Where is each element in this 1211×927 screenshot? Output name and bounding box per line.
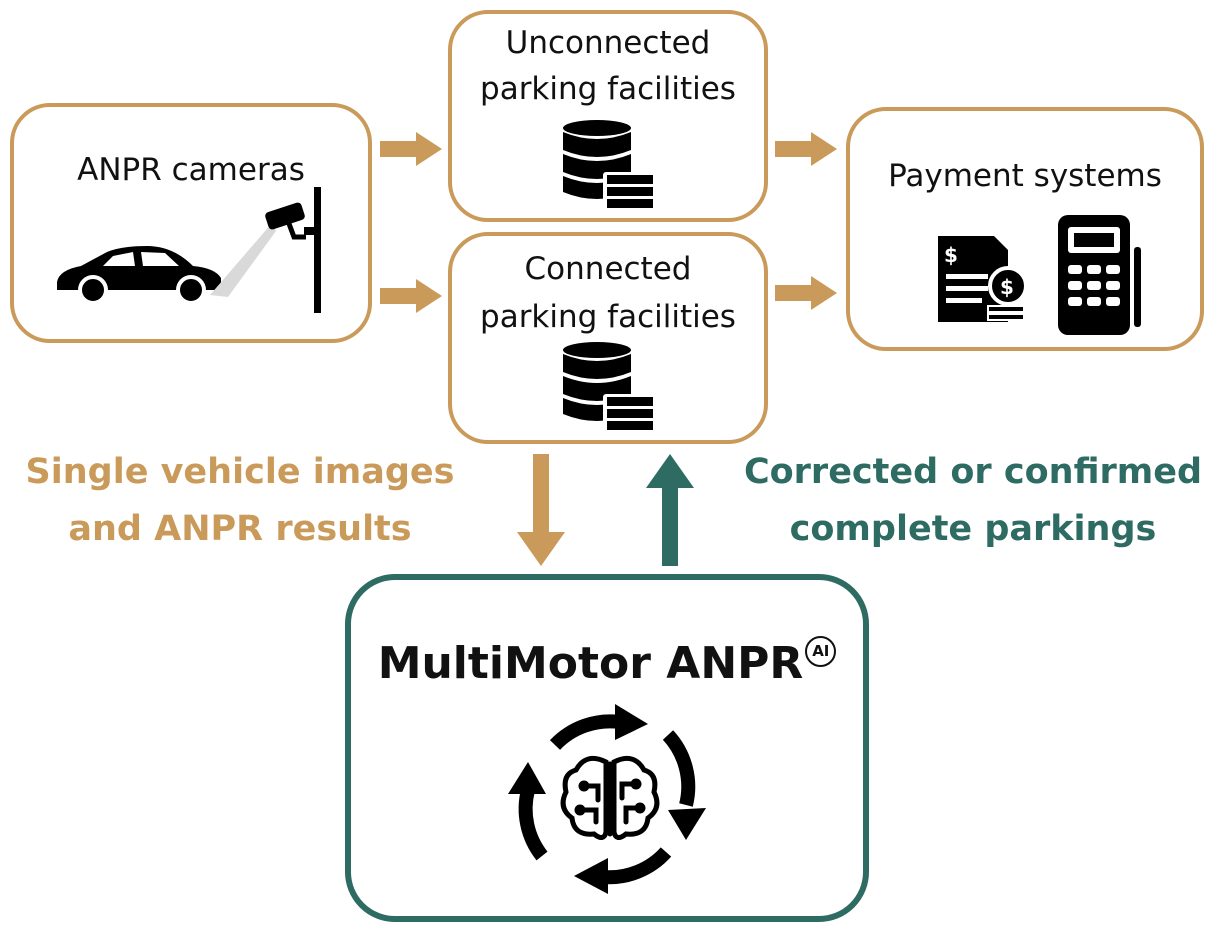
connected-label-line2: parking facilities [480,299,736,335]
up-flow-label-line2: complete parkings [789,509,1157,549]
unconnected-label-line1: Unconnected [505,25,711,61]
down-flow-label: Single vehicle images and ANPR results [10,444,470,558]
payment-systems-label: Payment systems [888,158,1162,194]
invoice-icon: $ $ [938,236,1028,322]
anpr-cameras-label: ANPR cameras [77,152,305,188]
car-icon [57,246,221,305]
down-arrow [517,454,565,566]
up-flow-label: Corrected or confirmed complete parkings [735,444,1211,558]
down-flow-label-line2: and ANPR results [68,509,412,549]
unconnected-parking-box: Unconnected parking facilities [448,10,768,222]
svg-text:$: $ [1000,275,1014,299]
unconnected-label-line2: parking facilities [480,71,736,107]
up-flow-label-line1: Corrected or confirmed [743,452,1203,492]
flow-arrow [380,279,442,313]
database-server-icon [563,120,655,210]
ai-brain-cycle-icon [508,704,706,894]
down-flow-label-line1: Single vehicle images [25,452,455,492]
flow-arrow [380,132,442,166]
security-camera-icon [210,187,321,313]
multimotor-title-text: MultiMotor ANPR [377,638,804,689]
connected-label-line1: Connected [524,251,692,287]
flow-arrow [775,276,837,310]
svg-text:$: $ [944,243,958,267]
flow-arrow [775,132,837,166]
database-server-icon [563,342,655,432]
up-arrow [646,454,694,566]
ai-badge: AI [805,636,837,667]
payment-terminal-icon [1058,215,1141,335]
